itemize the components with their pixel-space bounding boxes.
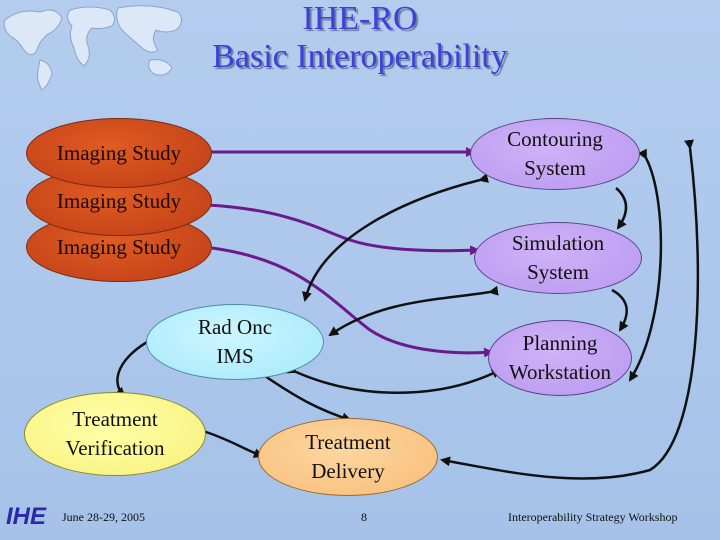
arrow-rad-onc-planning: [286, 364, 502, 394]
footer-date: June 28-29, 2005: [62, 510, 145, 524]
imaging-study-3-label: Imaging Study: [56, 234, 182, 259]
treatment-delivery: Treatment Delivery: [258, 418, 438, 496]
footer-event-name: Interoperability Strategy Workshop: [508, 510, 678, 524]
imaging-study-1-label: Imaging Study: [56, 140, 182, 165]
arrow-rad-onc-delivery: [252, 365, 352, 423]
contouring-system: Contouring System: [470, 118, 640, 190]
title-line-2: Basic Interoperability: [212, 38, 508, 75]
arrow-simulation-planning: [611, 288, 629, 332]
arrow-simulation-rad-onc: [328, 285, 499, 337]
world-map-icon: [3, 5, 182, 91]
imaging-study-2-label: Imaging Study: [56, 188, 182, 213]
planning-workstation-line-1: Planning: [522, 331, 598, 355]
simulation-system: Simulation System: [474, 222, 642, 294]
arrow-contouring-simulation: [615, 187, 628, 230]
slide-title: IHE-RO Basic Interoperability: [0, 0, 720, 76]
ihe-logo-icon: IHE: [6, 503, 47, 530]
simulation-system-line-1: Simulation: [511, 231, 605, 255]
simulation-system-line-2: System: [527, 260, 589, 284]
treatment-delivery-line-2: Delivery: [311, 459, 385, 483]
contouring-system-line-1: Contouring: [507, 127, 603, 151]
treatment-verification-line-2: Verification: [65, 436, 165, 460]
treatment-delivery-line-1: Treatment: [305, 430, 391, 454]
treatment-verification: Treatment Verification: [24, 392, 206, 476]
arrow-verification-delivery: [196, 424, 264, 458]
arrow-planning-delivery: [440, 139, 700, 480]
rad-onc-ims-line-1: Rad Onc: [197, 315, 273, 339]
rad-onc-ims: Rad Onc IMS: [146, 304, 324, 380]
planning-workstation-line-2: Workstation: [508, 360, 612, 384]
arrow-contouring-rad-onc: [302, 173, 489, 302]
imaging-study-1: Imaging Study: [26, 118, 212, 188]
rad-onc-ims-line-2: IMS: [216, 344, 254, 368]
contouring-system-line-2: System: [524, 156, 586, 180]
planning-workstation: Planning Workstation: [488, 320, 632, 396]
footer-page-number: 8: [361, 510, 367, 524]
title-line-1: IHE-RO: [302, 0, 418, 37]
treatment-verification-line-1: Treatment: [72, 407, 158, 431]
